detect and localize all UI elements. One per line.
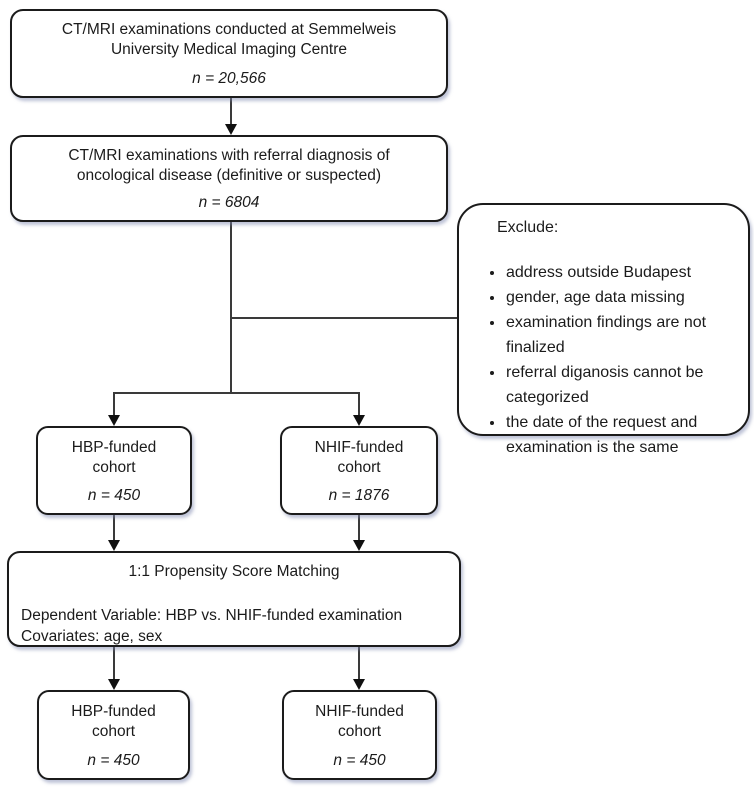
box-hbp-cohort-matched: HBP-funded cohort n = 450 [37, 690, 190, 780]
arrowhead-nhif-pre [353, 415, 365, 426]
connector-oncology-trunk [230, 222, 232, 394]
connector-source-to-oncology [230, 98, 232, 125]
arrowhead-hbp-pre [108, 415, 120, 426]
connector-branch-left [113, 392, 115, 416]
box-hbp-pre-title: HBP-funded cohort [71, 439, 157, 476]
arrowhead-oncology [225, 124, 237, 135]
box-hbp-post-title: HBP-funded cohort [71, 703, 156, 740]
box-exclusion-criteria: Exclude: address outside Budapest gender… [457, 203, 750, 456]
box-oncology-count: n = 6804 [198, 194, 260, 212]
psm-covariates: Covariates: age, sex [21, 627, 163, 645]
box-nhif-pre-title: NHIF-funded cohort [314, 439, 404, 476]
box-source-count: n = 20,566 [192, 70, 266, 88]
exclusion-item: gender, age data missing [505, 285, 736, 310]
connector-hbp-to-psm [113, 515, 115, 541]
box-oncology-title: CT/MRI examinations with referral diagno… [68, 147, 390, 184]
exclusion-title: Exclude: [497, 219, 559, 236]
box-propensity-matching: 1:1 Propensity Score Matching Dependent … [7, 551, 461, 647]
exclusion-item: referral diganosis cannot be categorized [505, 360, 736, 410]
connector-nhif-to-psm [358, 515, 360, 541]
arrowhead-psm-right [353, 540, 365, 551]
connector-to-exclude [230, 317, 457, 319]
exclusion-item: address outside Budapest [505, 260, 736, 285]
exclusion-item: examination findings are not finalized [505, 310, 736, 360]
box-source-title: CT/MRI examinations conducted at Semmelw… [61, 21, 397, 58]
arrowhead-nhif-post [353, 679, 365, 690]
psm-title: 1:1 Propensity Score Matching [128, 563, 340, 580]
exclusion-list: address outside Budapest gender, age dat… [485, 260, 736, 460]
connector-branch [113, 392, 360, 394]
arrowhead-psm-left [108, 540, 120, 551]
box-nhif-post-title: NHIF-funded cohort [315, 703, 404, 740]
box-nhif-cohort-pre: NHIF-funded cohort n = 1876 [280, 426, 438, 515]
box-nhif-post-count: n = 450 [333, 752, 386, 770]
box-source-population: CT/MRI examinations conducted at Semmelw… [10, 9, 448, 98]
connector-psm-to-hbp-post [113, 647, 115, 680]
box-hbp-pre-count: n = 450 [87, 487, 141, 505]
box-nhif-pre-count: n = 1876 [328, 487, 390, 505]
arrowhead-hbp-post [108, 679, 120, 690]
psm-dependent-variable: Dependent Variable: HBP vs. NHIF-funded … [21, 606, 403, 624]
connector-branch-right [358, 392, 360, 416]
exclusion-item: the date of the request and examination … [505, 410, 736, 460]
box-oncology-referrals: CT/MRI examinations with referral diagno… [10, 135, 448, 222]
box-hbp-cohort-pre: HBP-funded cohort n = 450 [36, 426, 192, 515]
box-nhif-cohort-matched: NHIF-funded cohort n = 450 [282, 690, 437, 780]
connector-psm-to-nhif-post [358, 647, 360, 680]
box-hbp-post-count: n = 450 [87, 752, 140, 770]
